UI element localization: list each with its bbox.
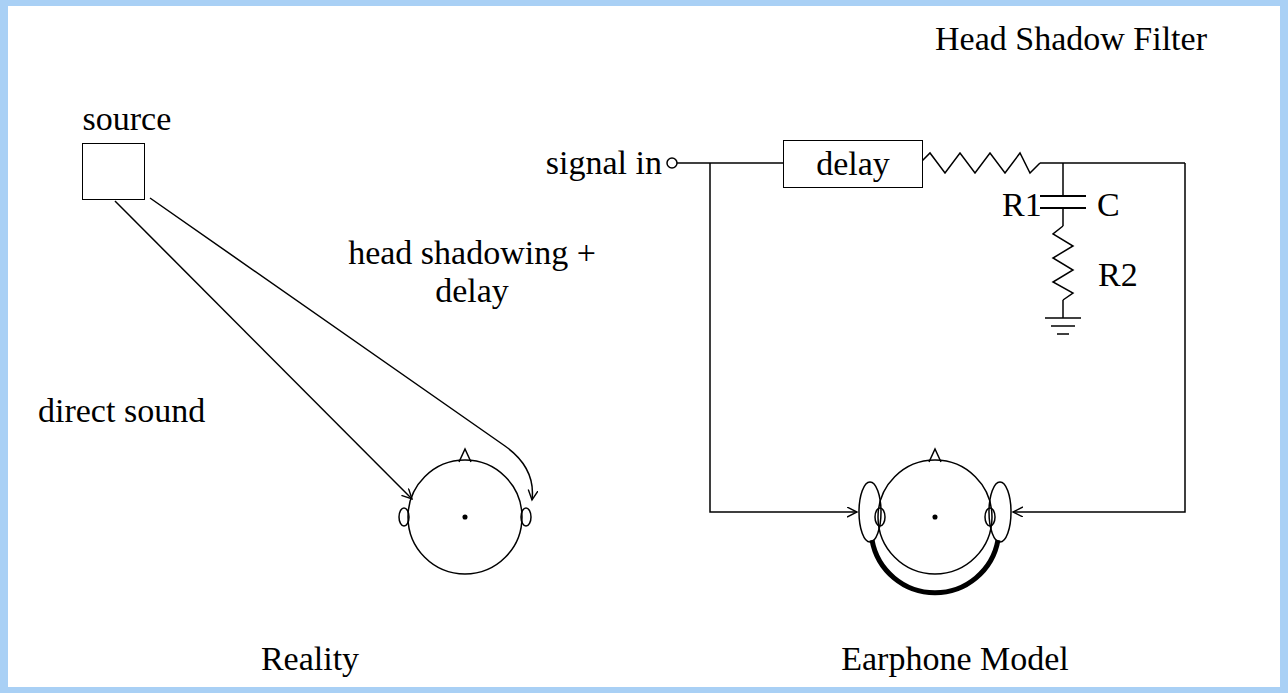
resistor-symbol: [1053, 226, 1073, 300]
headband: [872, 540, 998, 593]
signal-path-label: head shadowing + delay: [325, 234, 620, 310]
signal-name: signal in: [546, 144, 662, 182]
component-label: C: [1097, 186, 1120, 224]
panel-caption: Earphone Model: [841, 640, 1069, 678]
delay-box: delay: [783, 140, 923, 188]
ground-symbol: [1045, 318, 1081, 334]
box-heading: source: [83, 100, 172, 138]
component-label: R2: [1098, 256, 1138, 294]
panel-title: Head Shadow Filter: [935, 20, 1207, 58]
component-label: R1: [1002, 186, 1042, 224]
head-figure: [859, 449, 1011, 574]
resistor-symbol: [920, 153, 1040, 173]
source-box: source: [82, 143, 145, 200]
panel-caption: Reality: [261, 640, 359, 678]
box-text: delay: [816, 145, 890, 183]
head-figure: [399, 449, 531, 574]
circuit-wire: [667, 158, 1185, 512]
signal-path-label: direct sound: [38, 392, 205, 430]
capacitor-symbol: [1040, 196, 1086, 208]
